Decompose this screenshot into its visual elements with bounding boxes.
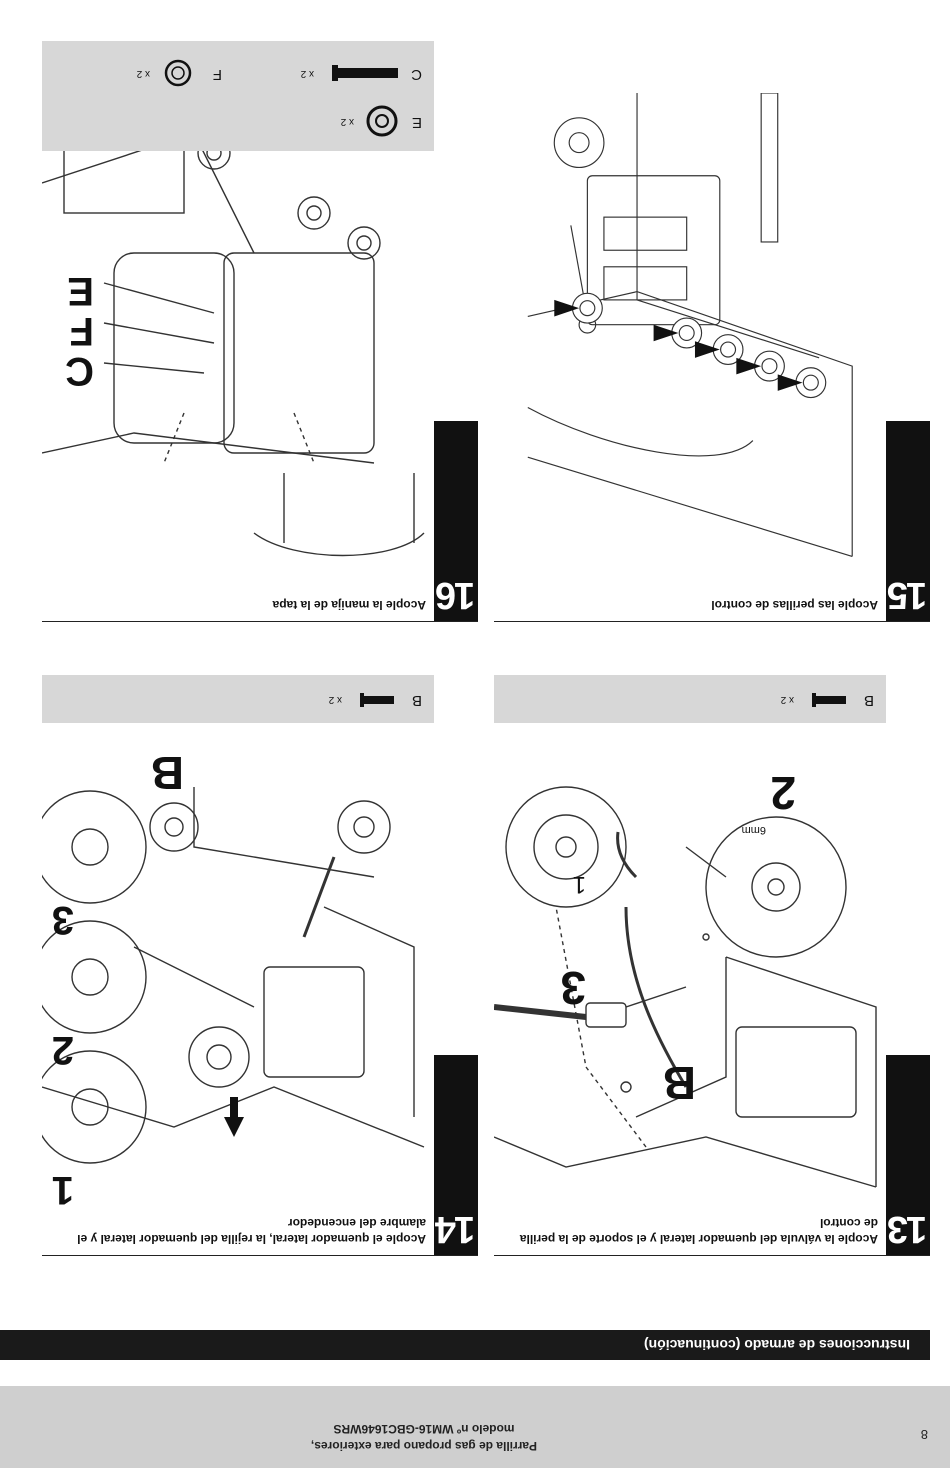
part-letter: B: [863, 692, 874, 709]
product-title-line1: Parrilla de gas propano para exteriores,: [310, 1439, 538, 1453]
bolt-icon: [812, 693, 846, 707]
part-qty: x 2: [328, 694, 342, 705]
callout-3: 3: [52, 898, 74, 942]
callout-c: C: [65, 349, 94, 393]
callout-e: E: [67, 269, 94, 313]
step-number-tab: 13: [886, 1055, 930, 1255]
step-number: 16: [436, 574, 476, 616]
part-letter: C: [411, 66, 422, 83]
step-number-tab: 14: [434, 1055, 478, 1255]
product-title-line2: modelo nº WM16-GBC1646WRS: [333, 1422, 515, 1436]
part-qty: x 2: [300, 68, 314, 79]
callout-2: 2: [52, 1028, 74, 1072]
control-knobs: [571, 292, 827, 399]
part-qty: x 2: [136, 68, 150, 79]
parts-strip: B x 2: [494, 675, 886, 723]
section-title: Instrucciones de armado (continuación): [643, 1337, 910, 1353]
screw-icon: [332, 65, 398, 81]
callout-1: 1: [573, 871, 586, 898]
step-caption: Acople la válvula del quemador lateral y…: [519, 1216, 878, 1246]
step-number: 15: [888, 574, 928, 616]
page-number: 8: [920, 1427, 928, 1442]
callout-3: 3: [560, 962, 586, 1014]
part-letter: E: [411, 114, 422, 131]
washer-icon: [366, 105, 398, 137]
callout-b: B: [151, 747, 184, 799]
product-title: Parrilla de gas propano para exteriores,…: [274, 1420, 574, 1454]
lock-washer-icon: [164, 59, 192, 87]
part-qty: x 2: [340, 116, 354, 127]
parts-strip: B x 2: [42, 675, 434, 723]
step-14-illustration: 1 2 3 B: [42, 747, 425, 1207]
section-header: Instrucciones de armado (continuación): [0, 1330, 930, 1360]
parts-strip: E x 2 C x 2 F x 2: [42, 41, 434, 151]
footer: 8 Parrilla de gas propano para exteriore…: [0, 1386, 950, 1468]
step-number: 14: [436, 1208, 476, 1250]
callout-2: 2: [770, 767, 796, 819]
bolt-icon: [360, 693, 394, 707]
part-qty: x 2: [780, 694, 794, 705]
step-number: 13: [888, 1208, 928, 1250]
step-number-tab: 16: [434, 421, 478, 621]
part-letter: B: [411, 692, 422, 709]
callout-1: 1: [52, 1168, 74, 1207]
step-15-illustration: [527, 93, 853, 558]
step-caption: Acople el quemador lateral, la rejilla d…: [77, 1216, 426, 1246]
wrench-size-label: 6mm: [742, 824, 766, 836]
step-number-tab: 15: [886, 421, 930, 621]
step-caption: Acople la manija de la tapa: [272, 598, 426, 612]
step-16: 16 Acople la manija de la tapa: [42, 41, 478, 622]
step-13: 13 Acople la válvula del quemador latera…: [494, 675, 930, 1256]
part-letter: F: [212, 66, 222, 83]
step-15: 15 Acople las perillas de control: [494, 41, 930, 622]
step-13-illustration: 2 3 1 B 6mm: [494, 767, 877, 1188]
step-16-illustration: C F E: [42, 132, 425, 557]
callout-b: B: [663, 1057, 696, 1109]
step-caption: Acople las perillas de control: [711, 598, 878, 612]
step-14: 14 Acople el quemador lateral, la rejill…: [42, 675, 478, 1256]
callout-f: F: [70, 309, 94, 353]
